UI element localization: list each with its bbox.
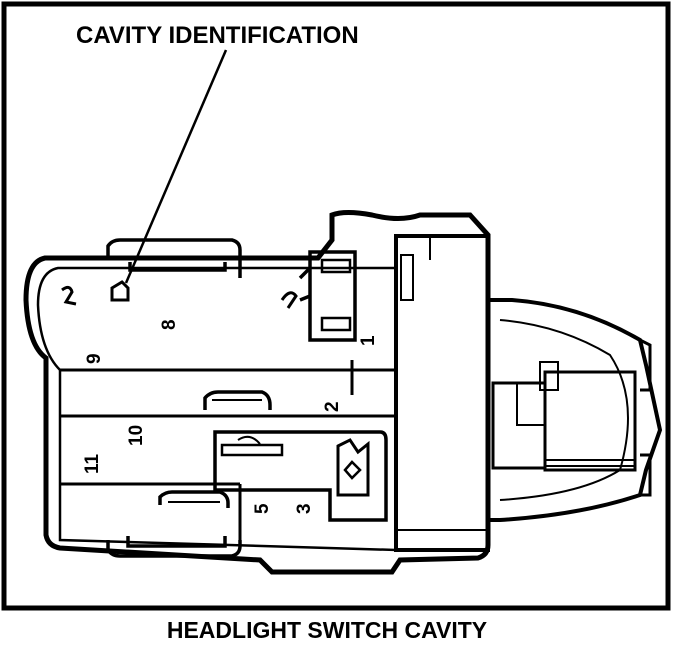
top-mounting-tab (106, 238, 242, 278)
cavity-identification-leader (124, 49, 228, 284)
small-hook-right (280, 291, 298, 309)
terminal-number-9: 9 (84, 353, 105, 364)
diagram-frame (1, 1, 671, 611)
bottom-mounting-tab (106, 536, 242, 558)
rear-block (394, 234, 490, 552)
sawtooth-contact (336, 438, 370, 497)
terminal-number-5: 5 (252, 503, 273, 514)
terminal-number-11: 11 (82, 453, 103, 474)
cavity-body-outline (23, 210, 491, 575)
switch-pocket (213, 430, 388, 522)
upper-connector (298, 250, 357, 342)
terminal-slots (61, 280, 354, 508)
terminal-slot-lower (158, 490, 230, 508)
terminal-number-10: 10 (126, 425, 147, 446)
cavity-identification-label: CAVITY IDENTIFICATION (76, 22, 359, 49)
diagram-caption: HEADLIGHT SWITCH CAVITY (167, 617, 487, 643)
terminal-number-8: 8 (159, 319, 180, 330)
terminal-number-1: 1 (358, 335, 379, 346)
switch-actuator-housing (488, 298, 663, 522)
cavity-inner-outline (36, 266, 398, 552)
terminal-number-2: 2 (322, 401, 343, 412)
terminal-number-3: 3 (294, 503, 315, 514)
terminal-slot-upper (203, 390, 272, 410)
small-hook-left (61, 285, 77, 306)
lower-section-bands (60, 368, 396, 540)
cavity-id-key (110, 280, 130, 302)
